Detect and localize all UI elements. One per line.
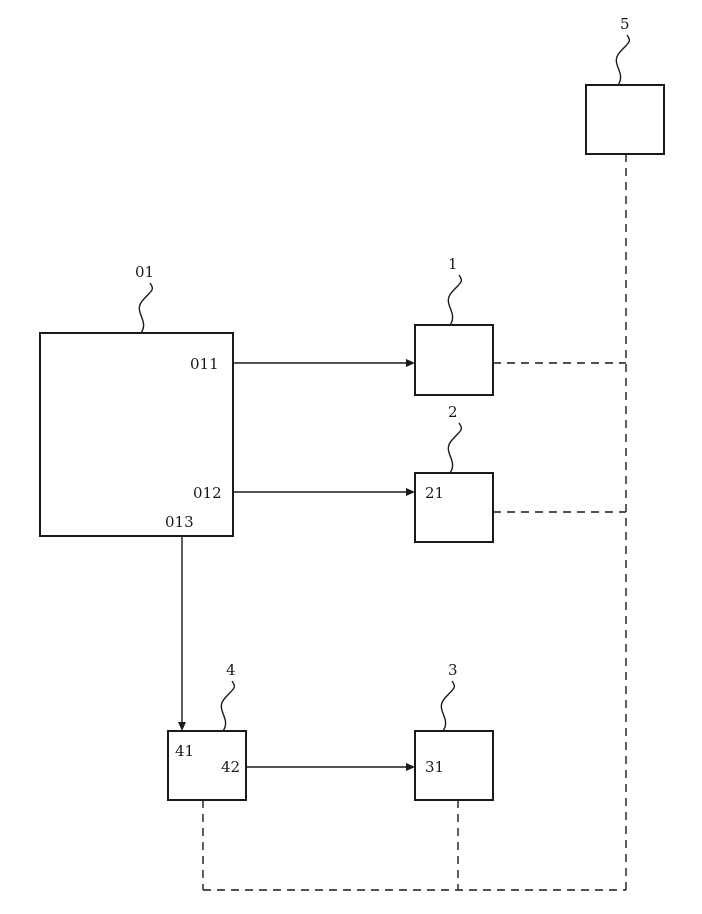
leader-5 (616, 35, 629, 85)
leader-01 (139, 283, 152, 333)
block-5 (586, 85, 664, 154)
label-3: 3 (448, 661, 458, 679)
port-42: 42 (221, 758, 240, 776)
port-011: 011 (190, 355, 219, 373)
leader-4 (221, 681, 234, 731)
arrowhead-to-41 (178, 722, 186, 731)
label-4: 4 (226, 661, 236, 679)
leader-3 (441, 681, 454, 731)
block-1 (415, 325, 493, 395)
leader-1 (448, 275, 461, 325)
label-2: 2 (448, 403, 458, 421)
label-01: 01 (135, 263, 154, 281)
label-5: 5 (620, 15, 630, 33)
port-013: 013 (165, 513, 194, 531)
leader-2 (448, 423, 461, 473)
arrowhead-to-31 (406, 763, 415, 771)
port-012: 012 (193, 484, 222, 502)
arrowhead-to-21 (406, 488, 415, 496)
label-1: 1 (448, 255, 458, 273)
port-31: 31 (425, 758, 444, 776)
arrowhead-to-1 (406, 359, 415, 367)
port-41: 41 (175, 742, 194, 760)
port-21: 21 (425, 484, 444, 502)
